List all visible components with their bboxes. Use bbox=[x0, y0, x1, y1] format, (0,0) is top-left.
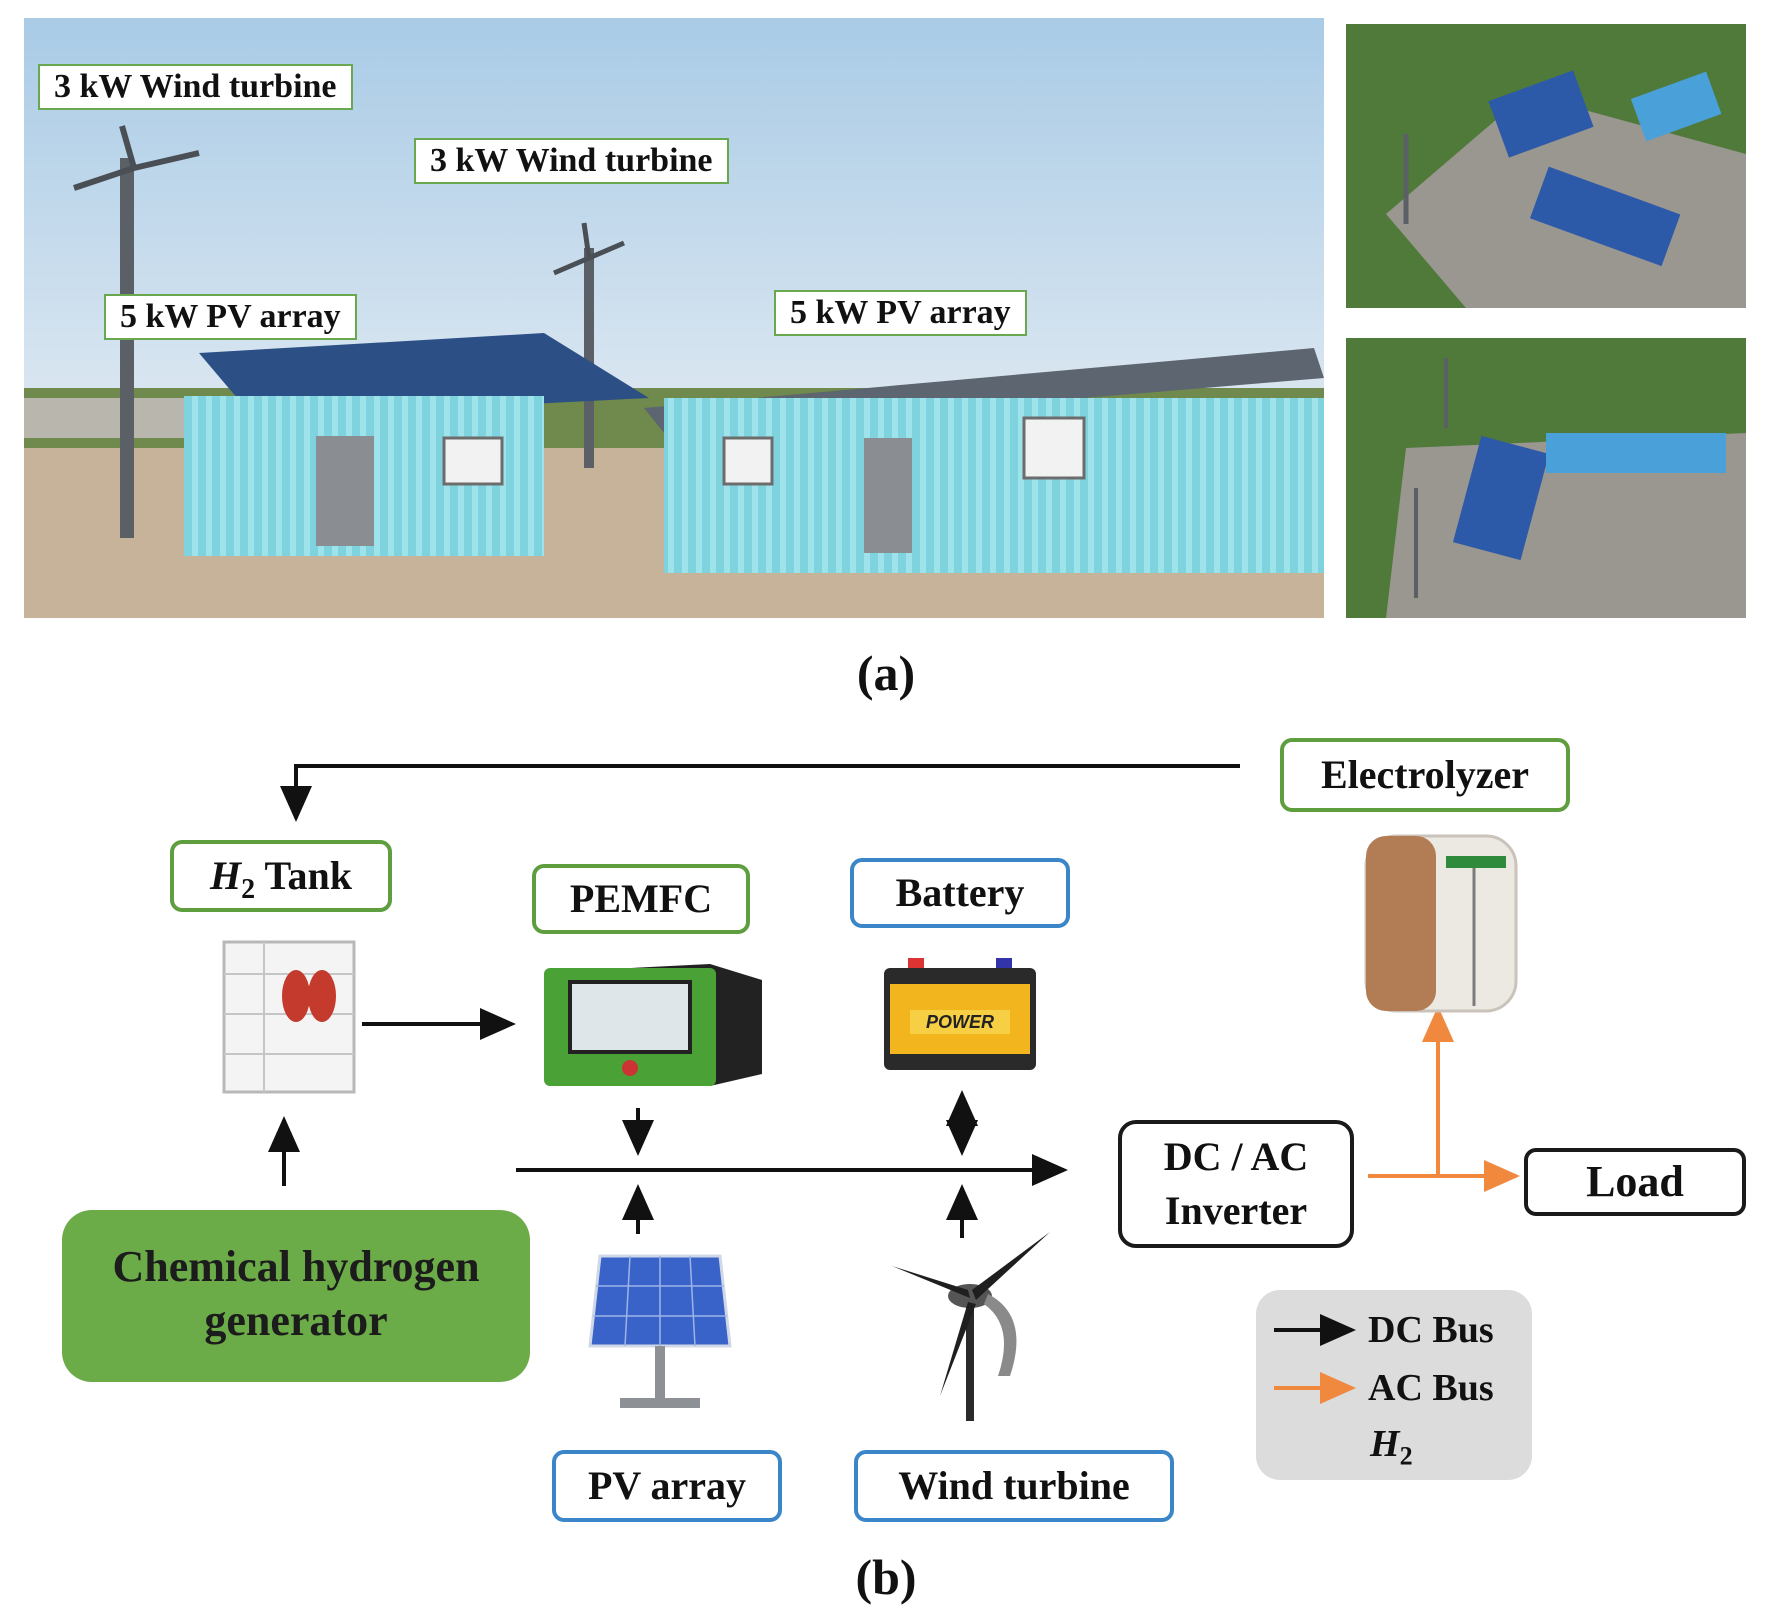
battery-icon-label: POWER bbox=[910, 1010, 1010, 1034]
label-pv-array-2: 5 kW PV array bbox=[774, 290, 1027, 336]
label-wind-turbine-2: 3 kW Wind turbine bbox=[414, 138, 729, 184]
h2-tank-icon bbox=[222, 940, 356, 1094]
node-h2-tank: H2 Tank bbox=[170, 840, 392, 912]
legend-h2-h: H bbox=[1370, 1423, 1400, 1465]
label-pv-array-1: 5 kW PV array bbox=[104, 294, 357, 340]
site-photo-main-illustration bbox=[24, 18, 1324, 618]
battery-icon: POWER bbox=[880, 954, 1040, 1074]
aerial-photo-top bbox=[1346, 24, 1746, 308]
pemfc-icon bbox=[544, 964, 762, 1086]
wind-turbine-icon bbox=[892, 1232, 1050, 1421]
node-wind-turbine: Wind turbine bbox=[854, 1450, 1174, 1522]
site-photo-main bbox=[24, 18, 1324, 618]
chem-line2: generator bbox=[204, 1296, 388, 1345]
legend-dc-label: DC Bus bbox=[1368, 1309, 1494, 1351]
legend-arrows bbox=[1274, 1314, 1356, 1404]
node-load: Load bbox=[1524, 1148, 1746, 1216]
h2-tank-h: H bbox=[210, 853, 242, 898]
arrow-electrolyzer-to-h2-tank bbox=[280, 764, 1240, 822]
node-pv-array: PV array bbox=[552, 1450, 782, 1522]
node-chem-hydrogen-generator: Chemical hydrogen generator bbox=[62, 1210, 530, 1382]
legend-ac-label: AC Bus bbox=[1368, 1367, 1494, 1409]
label-wind-turbine-1: 3 kW Wind turbine bbox=[38, 64, 353, 110]
chem-line1: Chemical hydrogen bbox=[112, 1242, 480, 1291]
h2-tank-sub: 2 bbox=[241, 874, 256, 905]
node-pemfc: PEMFC bbox=[532, 864, 750, 934]
h2-tank-word: Tank bbox=[264, 853, 352, 898]
legend-h2-label: H2 bbox=[1370, 1422, 1413, 1472]
inverter-line1: DC / AC bbox=[1163, 1134, 1309, 1179]
node-electrolyzer: Electrolyzer bbox=[1280, 738, 1570, 812]
caption-b: (b) bbox=[855, 1549, 917, 1605]
aerial-photo-bottom-illustration bbox=[1346, 338, 1746, 618]
node-battery: Battery bbox=[850, 858, 1070, 928]
aerial-photo-top-illustration bbox=[1346, 24, 1746, 308]
pv-array-icon bbox=[588, 1254, 732, 1408]
aerial-photo-bottom bbox=[1346, 338, 1746, 618]
node-inverter: DC / AC Inverter bbox=[1118, 1120, 1354, 1248]
electrolyzer-icon bbox=[1364, 834, 1518, 1013]
caption-a: (a) bbox=[856, 645, 916, 701]
legend: DC Bus AC Bus H2 bbox=[1256, 1290, 1532, 1480]
inverter-line2: Inverter bbox=[1164, 1188, 1308, 1233]
legend-h2-sub: 2 bbox=[1399, 1441, 1413, 1471]
